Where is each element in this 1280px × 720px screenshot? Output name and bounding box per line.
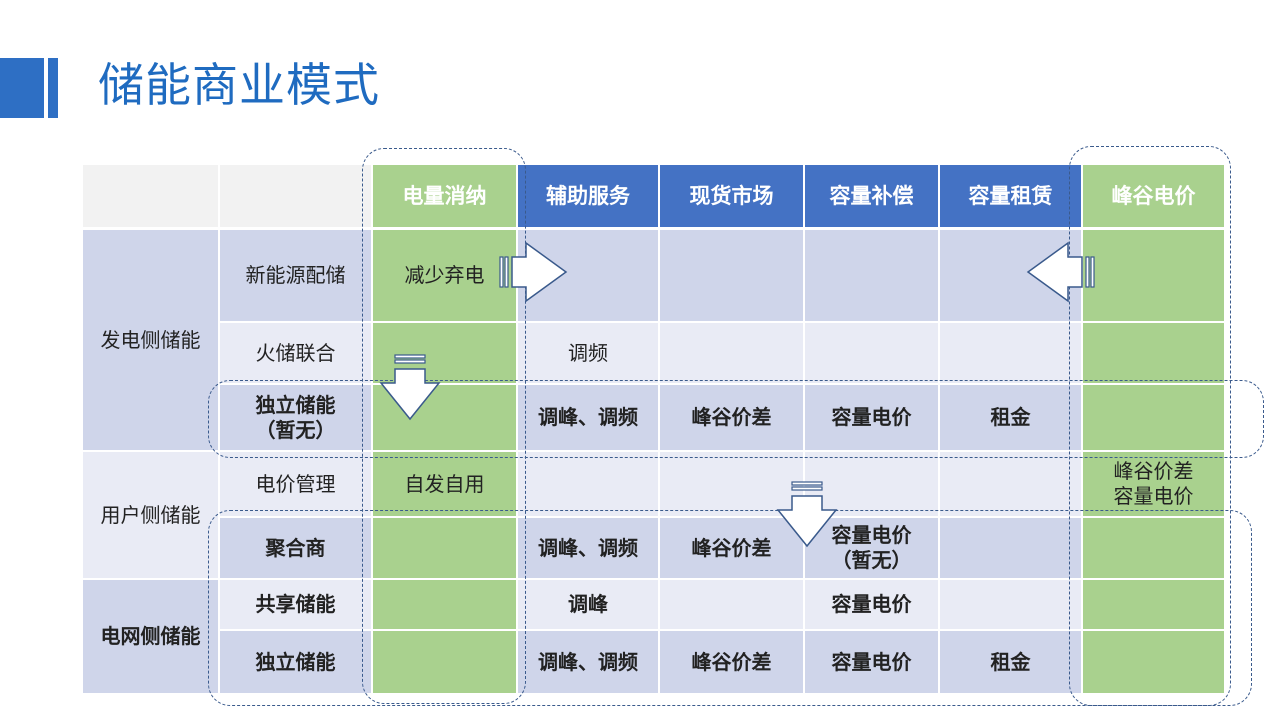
row-label: 电价管理 [220, 452, 371, 516]
table-cell: 调峰、调频 [518, 631, 658, 693]
column-header: 现货市场 [660, 165, 803, 227]
table-cell: 减少弃电 [373, 230, 516, 321]
table-cell: 调峰、调频 [518, 518, 658, 578]
header-corner [83, 165, 218, 227]
table-cell [660, 580, 803, 629]
down-arrow-icon [776, 481, 838, 548]
table-cell [1083, 385, 1224, 450]
table-cell: 峰谷价差 [660, 385, 803, 450]
row-label: 共享储能 [220, 580, 371, 629]
table-cell: 租金 [940, 631, 1081, 693]
table-cell [940, 518, 1081, 578]
table-cell [805, 323, 938, 383]
table-cell: 容量电价 （暂无） [805, 518, 938, 578]
table-cell [373, 631, 516, 693]
group-label: 用户侧储能 [83, 452, 218, 578]
table-cell [373, 518, 516, 578]
table-cell [373, 580, 516, 629]
table-cell [660, 452, 803, 516]
column-header: 容量租赁 [940, 165, 1081, 227]
table-cell [1083, 230, 1224, 321]
title-accent-bar-thin [48, 58, 58, 118]
table-cell: 租金 [940, 385, 1081, 450]
table-cell [940, 323, 1081, 383]
table-cell [1083, 323, 1224, 383]
column-header: 电量消纳 [373, 165, 516, 227]
table-cell [660, 323, 803, 383]
table-cell: 调峰、调频 [518, 385, 658, 450]
table-cell [805, 452, 938, 516]
group-label: 电网侧储能 [83, 580, 218, 693]
table-cell: 容量电价 [805, 631, 938, 693]
down-arrow-icon [379, 354, 441, 421]
table-cell: 自发自用 [373, 452, 516, 516]
table-cell: 峰谷价差 容量电价 [1083, 452, 1224, 516]
table-cell [1083, 518, 1224, 578]
row-label: 独立储能 （暂无） [220, 385, 371, 450]
table-cell: 容量电价 [805, 580, 938, 629]
table-cell: 调频 [518, 323, 658, 383]
row-label: 新能源配储 [220, 230, 371, 321]
column-header: 容量补偿 [805, 165, 938, 227]
table-cell: 调峰 [518, 580, 658, 629]
right-arrow-icon [499, 241, 568, 303]
table-cell [1083, 631, 1224, 693]
table-cell [660, 230, 803, 321]
table-cell [518, 452, 658, 516]
table-cell [940, 580, 1081, 629]
left-arrow-icon [1026, 241, 1095, 303]
row-label: 聚合商 [220, 518, 371, 578]
table-cell: 容量电价 [805, 385, 938, 450]
row-label: 独立储能 [220, 631, 371, 693]
header-corner-sub [220, 165, 371, 227]
column-header: 辅助服务 [518, 165, 658, 227]
table-cell [805, 230, 938, 321]
group-label: 发电侧储能 [83, 230, 218, 450]
table-cell [1083, 580, 1224, 629]
title-accent-bar [0, 58, 44, 118]
row-label: 火储联合 [220, 323, 371, 383]
table-cell: 峰谷价差 [660, 631, 803, 693]
page-title: 储能商业模式 [98, 58, 380, 112]
table-cell: 峰谷价差 [660, 518, 803, 578]
table-cell [940, 452, 1081, 516]
column-header: 峰谷电价 [1083, 165, 1224, 227]
